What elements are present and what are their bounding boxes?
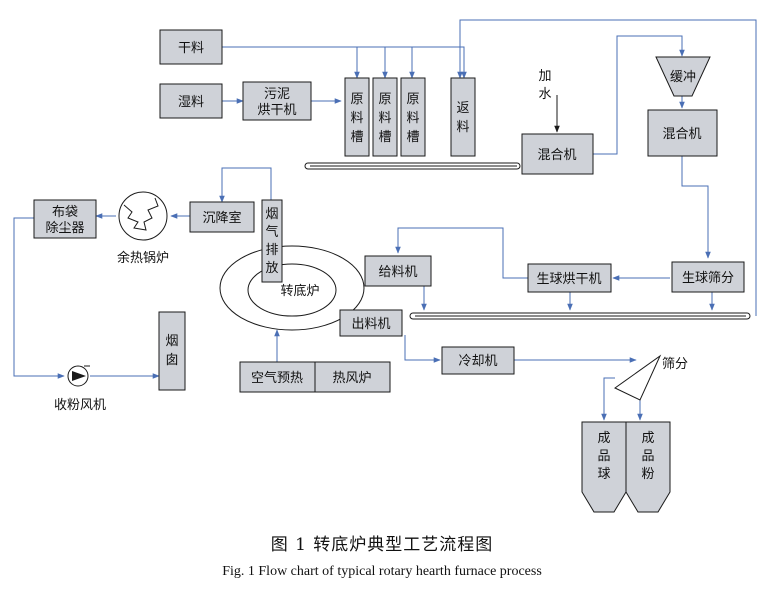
raw-bin-2-char-1: 原: [378, 92, 391, 107]
return-material-char-2: 料: [456, 120, 469, 135]
add-water-label: 加 水: [538, 69, 551, 102]
hot-air-furnace-label: 热风炉: [332, 371, 371, 386]
buffer-hopper: 缓冲: [655, 56, 711, 97]
flue-gas-char-4: 放: [265, 261, 278, 276]
sludge-dryer-label-2: 烘干机: [257, 103, 296, 118]
sludge-dryer-node: 污泥 烘干机: [242, 81, 312, 121]
raw-bin-1-char-1: 原: [350, 92, 363, 107]
product-pellets-char-3: 球: [597, 467, 610, 482]
raw-bin-1-char-2: 料: [350, 111, 363, 126]
raw-bin-1-char-3: 槽: [350, 130, 363, 145]
sludge-dryer-label-1: 污泥: [264, 87, 290, 102]
hot-air-furnace-node: 热风炉: [314, 361, 391, 393]
collection-fan-node: 收粉风机: [54, 365, 106, 413]
discharger-node: 出料机: [339, 309, 403, 337]
green-ball-screen-label: 生球筛分: [682, 271, 734, 286]
figure-caption-chinese: 图 1 转底炉典型工艺流程图: [270, 535, 494, 555]
feeder-label: 给料机: [378, 265, 417, 280]
return-material-bin: 返 料: [450, 77, 476, 157]
product-powder-silo: 成 品 粉: [625, 421, 671, 513]
upper-conveyor: [304, 162, 521, 170]
flue-gas-char-2: 气: [265, 224, 278, 240]
raw-bin-3: 原 料 槽: [400, 77, 426, 157]
raw-bin-3-char-3: 槽: [406, 130, 419, 145]
flue-gas-exhaust-node: 烟 气 排 放: [261, 199, 283, 283]
chimney-node: 烟 囱: [158, 311, 186, 391]
bag-dust-collector-node: 布袋 除尘器: [33, 199, 97, 239]
raw-bin-2: 原 料 槽: [372, 77, 398, 157]
feeder-node: 给料机: [364, 255, 432, 287]
product-powder-char-2: 品: [641, 449, 654, 464]
lower-conveyor: [409, 312, 751, 320]
buffer-label: 缓冲: [670, 70, 696, 85]
mixer-2-label: 混合机: [662, 127, 701, 142]
mixer-1-label: 混合机: [537, 148, 576, 163]
raw-bin-2-char-2: 料: [378, 111, 391, 126]
air-preheat-label: 空气预热: [251, 370, 303, 386]
raw-bin-3-char-1: 原: [406, 92, 419, 107]
settling-chamber-label: 沉降室: [202, 210, 241, 226]
chimney-char-2: 囱: [165, 353, 178, 368]
flue-gas-char-1: 烟: [265, 207, 278, 222]
flue-gas-char-3: 排: [265, 243, 278, 258]
product-pellets-char-2: 品: [597, 449, 610, 464]
bag-dust-collector-label-1: 布袋: [52, 205, 78, 220]
product-pellets-silo: 成 品 球: [581, 421, 627, 513]
screening-node: 筛分: [614, 354, 688, 401]
dry-material-node: 干料: [159, 29, 223, 65]
bag-dust-collector-label-2: 除尘器: [45, 221, 84, 236]
green-ball-screen-node: 生球筛分: [671, 261, 745, 293]
raw-bin-3-char-2: 料: [406, 111, 419, 126]
waste-heat-boiler-node: 余热锅炉: [117, 191, 169, 266]
return-material-char-1: 返: [456, 101, 469, 116]
wet-material-node: 湿料: [159, 83, 223, 119]
product-powder-char-1: 成: [641, 431, 654, 446]
cooler-label: 冷却机: [458, 354, 497, 369]
discharger-label: 出料机: [351, 317, 390, 332]
rotary-hearth-furnace-label: 转底炉: [280, 283, 319, 299]
chimney-char-1: 烟: [165, 334, 178, 349]
raw-bin-2-char-3: 槽: [378, 130, 391, 145]
waste-heat-boiler-label: 余热锅炉: [117, 250, 169, 266]
green-ball-dryer-node: 生球烘干机: [527, 263, 612, 293]
wet-material-label: 湿料: [178, 95, 204, 110]
raw-bin-1: 原 料 槽: [344, 77, 370, 157]
figure-caption-english: Fig. 1 Flow chart of typical rotary hear…: [222, 564, 542, 579]
cooler-node: 冷却机: [441, 346, 515, 375]
product-pellets-char-1: 成: [597, 431, 610, 446]
flow-lines: [13, 19, 757, 421]
fan-icon: [72, 371, 86, 381]
mixer-2-node: 混合机: [647, 109, 718, 157]
mixer-1-node: 混合机: [521, 133, 594, 175]
add-water-char-2: 水: [538, 87, 551, 102]
rotary-hearth-furnace: 转底炉: [219, 245, 365, 331]
add-water-char-1: 加: [538, 69, 551, 84]
settling-chamber-node: 沉降室: [189, 201, 255, 233]
dry-material-label: 干料: [178, 41, 204, 56]
collection-fan-label: 收粉风机: [54, 398, 106, 413]
green-ball-dryer-label: 生球烘干机: [536, 272, 601, 287]
air-preheat-node: 空气预热: [239, 361, 316, 393]
screening-label: 筛分: [662, 357, 688, 372]
product-powder-char-3: 粉: [641, 467, 654, 482]
